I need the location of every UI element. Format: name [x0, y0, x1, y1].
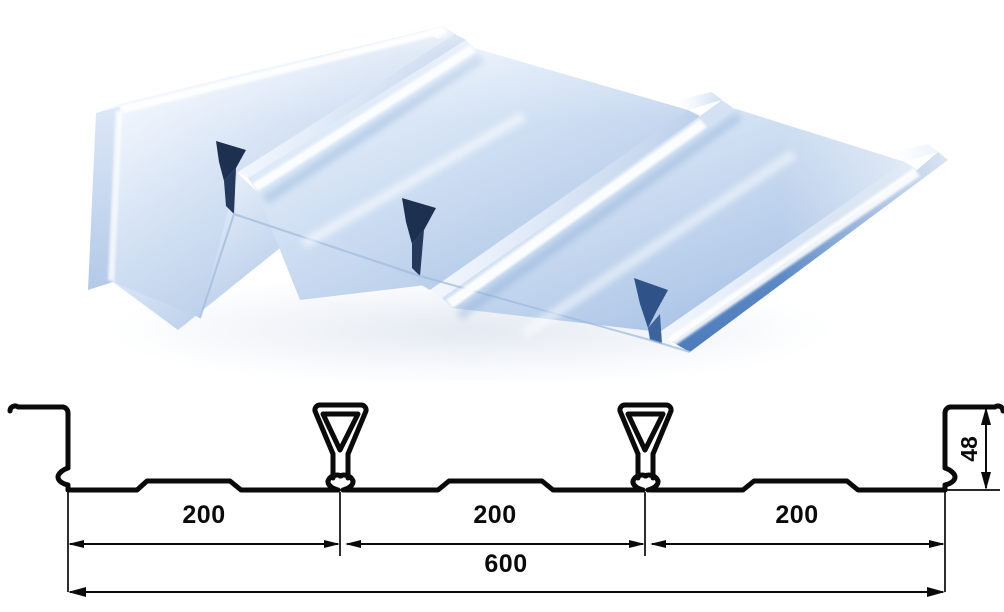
arrow-b-left [345, 540, 361, 548]
dim-label-profile-height: 48 [956, 436, 982, 462]
dim-label-module-3: 200 [775, 501, 818, 529]
rib-2-triangle-outer [617, 402, 674, 457]
dim-label-module-2: 200 [473, 501, 516, 529]
dimension-arrows-modules [68, 540, 945, 548]
deck-panel-body [0, 0, 1004, 380]
panel-3d-render [0, 0, 1004, 380]
left-interlock-bulb [55, 465, 71, 493]
highlight-pan-3 [520, 150, 797, 338]
arrow-height-top [981, 407, 991, 425]
right-edge-end-web [648, 314, 662, 344]
highlight-left-corner [108, 110, 122, 282]
left-hook-lip [7, 403, 71, 471]
cross-section-illustration: 200 200 200 600 48 [0, 380, 1004, 612]
right-fade [780, 0, 1004, 380]
arrow-b-right [629, 540, 645, 548]
pan-2-bottom [342, 478, 646, 493]
highlight-seam-2 [446, 119, 707, 308]
witness-lines [67, 406, 1000, 592]
rib-1-triangle-inner [320, 411, 361, 453]
panel-cross-section-drawing: 200 200 200 600 48 [0, 380, 1004, 612]
dimension-line-height [981, 407, 991, 490]
rib-2-triangle-inner [625, 411, 666, 453]
seam-2-end-cap [402, 198, 436, 244]
dim-label-module-1: 200 [182, 501, 225, 529]
seam-1-end-web [224, 168, 236, 214]
arrow-c-right [929, 540, 945, 548]
highlight-pan-2 [300, 112, 527, 248]
dimension-line-overall [68, 587, 945, 597]
sheet-front-edge [199, 212, 691, 353]
seam-2-left-web [430, 110, 700, 298]
arrow-overall-right [927, 587, 945, 597]
rib-1-triangle-outer [312, 402, 369, 457]
arrow-c-left [650, 540, 666, 548]
arrow-height-bottom [981, 472, 991, 490]
crease-2 [456, 112, 742, 320]
arrow-a-right [324, 540, 340, 548]
rib-2 [617, 402, 674, 493]
profile-geometry [7, 402, 1004, 493]
pan-3-bottom [647, 478, 948, 493]
arrow-overall-left [68, 587, 86, 597]
seam-1-end-cap [216, 141, 246, 181]
pan-1-bottom [65, 478, 341, 493]
arrow-a-left [68, 540, 84, 548]
right-edge-end-cap [634, 278, 668, 328]
render-illustration [0, 0, 1004, 380]
drawing-background [0, 380, 1004, 612]
dim-label-overall-width: 600 [484, 550, 527, 578]
seam-2-end-web [412, 230, 424, 276]
